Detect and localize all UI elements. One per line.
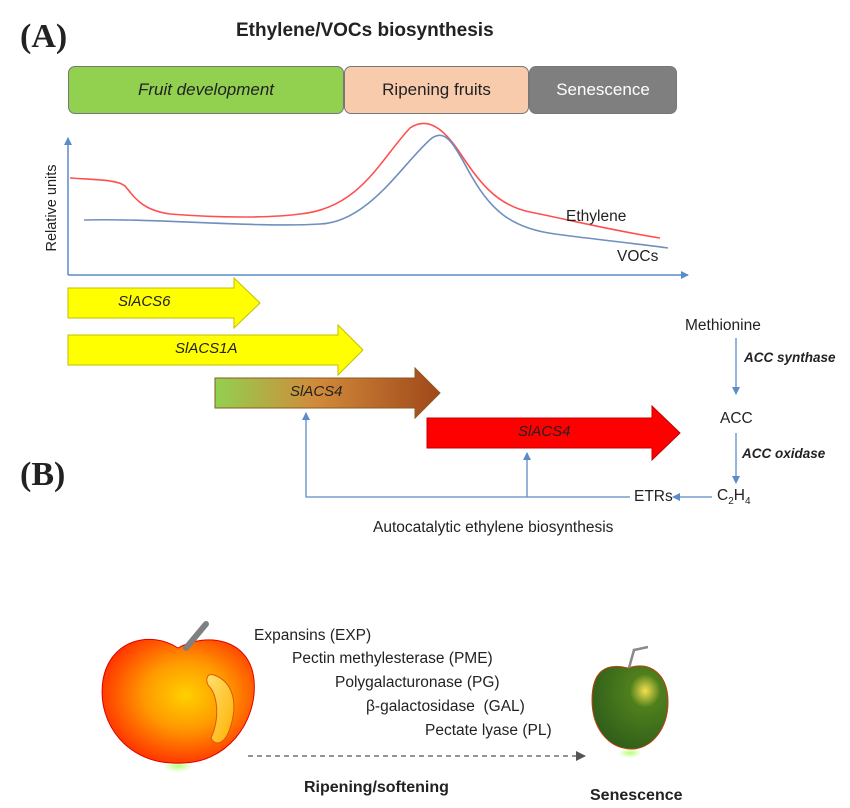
- panel-a-title: Ethylene/VOCs biosynthesis: [236, 20, 494, 41]
- stage-ripening-fruits: Ripening fruits: [344, 66, 529, 114]
- slacs6-arrow: [67, 276, 261, 330]
- etrs-label: ETRs: [634, 488, 673, 505]
- senescent-apple: [591, 645, 669, 758]
- feedback-loop: [302, 412, 630, 498]
- slacs6-label: SlACS6: [118, 293, 171, 310]
- ripening-softening-label: Ripening/softening: [304, 779, 449, 796]
- enzyme-pg: Polygalacturonase (PG): [335, 674, 500, 691]
- vocs-curve-label: VOCs: [617, 248, 659, 265]
- enzyme-gal: β-galactosidase (GAL): [366, 698, 525, 715]
- c2h4-label: C2H4: [717, 487, 751, 507]
- stage-senescence-label: Senescence: [556, 80, 650, 99]
- slacs4-red-label: SlACS4: [518, 423, 571, 440]
- slacs1a-label: SlACS1A: [175, 340, 238, 357]
- chart-axes: [64, 137, 689, 279]
- panel-b-label: (B): [20, 456, 66, 493]
- stage-ripening-fruits-label: Ripening fruits: [382, 80, 491, 99]
- ripe-apple: [101, 621, 255, 772]
- enzyme-expansins: Expansins (EXP): [254, 627, 372, 644]
- vocs-curve: [83, 134, 669, 249]
- c2h4-h: H: [733, 487, 745, 504]
- senescence-label: Senescence: [590, 787, 683, 804]
- enzyme-pl: Pectate lyase (PL): [425, 722, 552, 739]
- stage-fruit-development-label: Fruit development: [137, 80, 275, 99]
- slacs4-red-arrow: [426, 404, 681, 462]
- slacs4-gradient-arrow: [214, 366, 441, 420]
- stage-fruit-development: Fruit development: [68, 66, 344, 114]
- slacs4-gradient-label: SlACS4: [290, 383, 343, 400]
- acc-label: ACC: [720, 410, 753, 427]
- c2h4-c: C: [717, 487, 729, 504]
- ethylene-curve: [69, 122, 661, 239]
- autocatalytic-label: Autocatalytic ethylene biosynthesis: [373, 519, 614, 536]
- enzyme-pme: Pectin methylesterase (PME): [292, 650, 493, 667]
- slacs1a-arrow: [67, 323, 364, 377]
- stage-senescence: Senescence: [529, 66, 677, 114]
- ethylene-curve-label: Ethylene: [566, 208, 627, 225]
- acc-oxidase-label: ACC oxidase: [742, 446, 826, 461]
- acc-synthase-label: ACC synthase: [744, 350, 836, 365]
- c2h4-sub-2: 2: [728, 496, 734, 508]
- c2h4-sub-4: 4: [744, 496, 751, 508]
- methionine-label: Methionine: [685, 317, 761, 334]
- panel-a-label: (A): [20, 18, 68, 55]
- y-axis-label: Relative units: [44, 164, 60, 252]
